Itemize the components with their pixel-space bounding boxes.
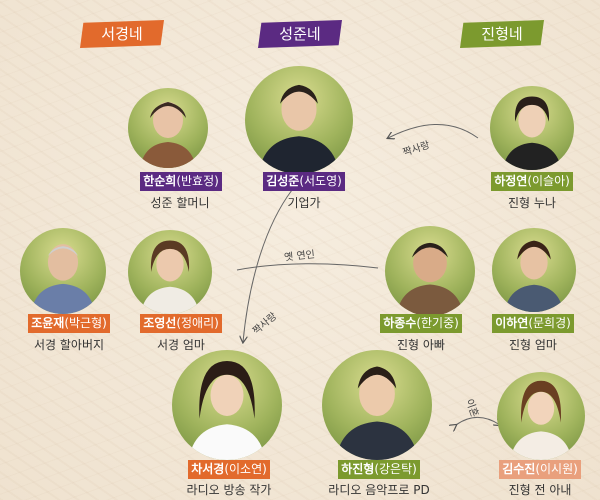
role-lee-hayeon: 진형 엄마	[509, 338, 557, 352]
portrait-icon	[258, 84, 340, 174]
portrait-icon	[140, 240, 200, 314]
name-tag-jo-yeongseon: 조영선(정애리)	[140, 314, 222, 333]
role-ha-jongsu: 진형 아빠	[397, 338, 445, 352]
portrait-icon	[30, 244, 96, 314]
portrait-icon	[510, 380, 572, 460]
name-tag-ha-jinhyeong: 하진형(강은탁)	[338, 460, 420, 479]
portrait-icon	[140, 102, 196, 168]
portrait-icon	[504, 240, 564, 312]
name-tag-han-sunhee: 한순희(반효정)	[140, 172, 222, 191]
role-jo-yunjae: 서경 할아버지	[33, 338, 105, 352]
line-divorce	[456, 417, 500, 426]
header-jinhyeong-family: 진형네	[460, 20, 544, 48]
name-tag-lee-hayeon: 이하연(문희경)	[492, 314, 574, 333]
name-tag-kim-sujin: 김수진(이시원)	[499, 460, 581, 479]
name-tag-cha-seogyeong: 차서경(이소연)	[188, 460, 270, 479]
photo-jo-yunjae	[20, 228, 106, 314]
role-ha-jinhyeong: 라디오 음악프로 PD	[328, 483, 430, 497]
portrait-icon	[396, 242, 464, 316]
name-tag-ha-jeongyeon: 하정연(이슬아)	[491, 172, 573, 191]
role-kim-seongjun: 기업가	[287, 196, 321, 210]
role-cha-seogyeong: 라디오 방송 작가	[186, 483, 272, 497]
role-ha-jeongyeon: 진형 누나	[508, 196, 556, 210]
role-han-sunhee: 성준 할머니	[150, 196, 210, 210]
name-tag-ha-jongsu: 하종수(한기중)	[380, 314, 462, 333]
header-seogyeong-family: 서경네	[80, 20, 164, 48]
portrait-icon	[502, 96, 562, 170]
header-seongjun-family: 성준네	[258, 20, 342, 48]
name-tag-jo-yunjae: 조윤재(박근형)	[28, 314, 110, 333]
line-crush-seongjun-seogyeong	[243, 189, 293, 342]
photo-cha-seogyeong	[172, 350, 282, 460]
role-jo-yeongseon: 서경 엄마	[157, 338, 205, 352]
relation-label-ex-lovers: 옛 연인	[283, 249, 316, 264]
line-crush-jeongyeon-seongjun	[388, 123, 479, 138]
photo-ha-jinhyeong	[322, 350, 432, 460]
photo-ha-jeongyeon	[490, 86, 574, 170]
portrait-icon	[335, 366, 419, 460]
name-tag-kim-seongjun: 김성준(서도영)	[263, 172, 345, 191]
photo-kim-sujin	[497, 372, 585, 460]
photo-ha-jongsu	[385, 226, 475, 316]
photo-lee-hayeon	[492, 228, 576, 312]
photo-jo-yeongseon	[128, 230, 212, 314]
role-kim-sujin: 진형 전 아내	[508, 483, 572, 497]
photo-kim-seongjun	[245, 66, 353, 174]
line-ex-lovers	[236, 263, 379, 271]
photo-han-sunhee	[128, 88, 208, 168]
portrait-icon	[188, 361, 266, 460]
